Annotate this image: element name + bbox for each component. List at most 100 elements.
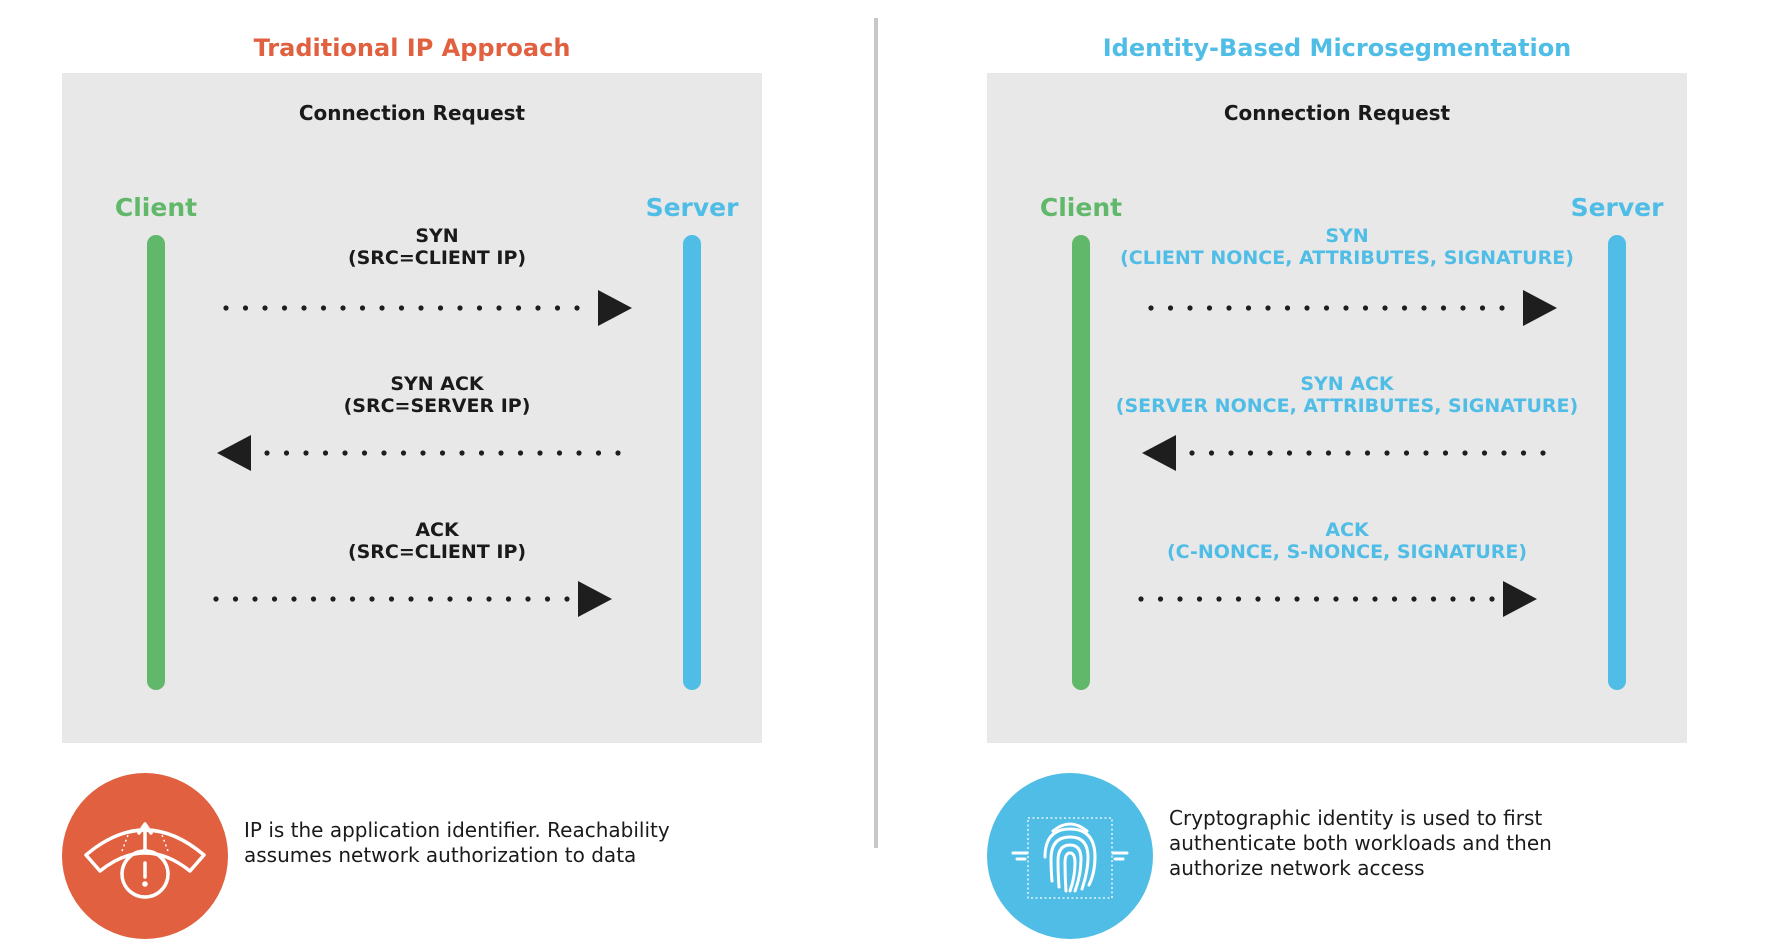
arrow-dot (1196, 596, 1203, 602)
arrow-dot (1187, 305, 1193, 311)
arrow-dot (1325, 450, 1332, 456)
arrow-dot (418, 305, 424, 311)
right-caption: Cryptographic identity is used to first … (1169, 806, 1599, 881)
arrow-dot (576, 450, 582, 456)
arrow-dot (1469, 596, 1476, 602)
arrow-dot (496, 305, 502, 311)
arrow-dot (564, 596, 570, 602)
right-server-label: Server (1570, 193, 1664, 222)
caption-line: assumes network authorization to data (244, 843, 637, 867)
arrow-dot (1255, 596, 1261, 602)
arrow-dot (1286, 450, 1293, 456)
arrow-dot (437, 305, 444, 311)
caption-line: authenticate both workloads and then (1169, 831, 1552, 855)
right-syn-arrow (1148, 290, 1557, 326)
message-detail: (CLIENT NONCE, ATTRIBUTES, SIGNATURE) (1120, 247, 1574, 269)
arrow-dot (1440, 305, 1447, 311)
arrow-dot (262, 305, 268, 311)
arrow-dot (1267, 450, 1273, 456)
arrow-dot (1235, 596, 1242, 602)
arrow-head (598, 290, 632, 326)
arrow-dot (381, 450, 387, 456)
arrow-dot (291, 596, 297, 602)
right-ack-label: ACK (C-NONCE, S-NONCE, SIGNATURE) (1087, 519, 1607, 563)
arrow-dot (595, 450, 602, 456)
arrow-dot (281, 305, 288, 311)
arrow-head (1503, 581, 1537, 617)
arrow-dot (398, 305, 405, 311)
message-name: ACK (415, 519, 459, 541)
arrow-dot (1206, 305, 1213, 311)
arrow-dot (544, 596, 551, 602)
arrow-dot (342, 450, 348, 456)
arrow-dot (1216, 596, 1222, 602)
left-client-label: Client (114, 193, 198, 222)
fingerprint-icon (1011, 817, 1129, 899)
arrow-dot (379, 305, 385, 311)
arrow-dot (466, 596, 473, 602)
arrow-dot (537, 450, 543, 456)
arrow-dot (1489, 596, 1495, 602)
arrow-dot (1403, 450, 1410, 456)
arrow-dot (1189, 450, 1195, 456)
arrow-dot (1382, 305, 1388, 311)
right-diagram-box: Connection Request Client Server SYN (CL… (987, 73, 1687, 743)
arrow-dot (1384, 450, 1390, 456)
right-server-lifeline (1608, 235, 1626, 690)
right-fingerprint-badge (987, 773, 1153, 939)
left-connection-request-heading: Connection Request (298, 101, 526, 125)
right-connection-request-heading: Connection Request (1223, 101, 1451, 125)
left-client-lifeline (147, 235, 165, 690)
arrow-dot (1343, 305, 1349, 311)
arrow-dot (420, 450, 426, 456)
arrow-dot (330, 596, 336, 602)
arrow-dot (517, 450, 524, 456)
arrow-dot (1460, 305, 1466, 311)
arrow-dot (478, 450, 485, 456)
message-name: SYN (415, 225, 459, 247)
message-name: SYN ACK (390, 373, 484, 395)
arrow-dot (1501, 450, 1507, 456)
arrow-dot (525, 596, 531, 602)
left-server-label: Server (645, 193, 739, 222)
arrow-dot (1540, 450, 1546, 456)
arrow-dot (223, 305, 229, 311)
arrow-dot (1294, 596, 1300, 602)
left-syn-ack-arrow (217, 435, 621, 471)
arrow-dot (1479, 305, 1486, 311)
warning-gauge-icon (84, 822, 206, 899)
arrow-dot (1208, 450, 1215, 456)
arrow-head (1142, 435, 1176, 471)
caption-line: IP is the application identifier. Reacha… (244, 818, 670, 842)
arrow-dot (459, 450, 465, 456)
arrow-dot (1364, 450, 1371, 456)
arrow-dot (1421, 305, 1427, 311)
arrow-dot (1157, 596, 1164, 602)
arrow-dot (388, 596, 395, 602)
arrow-dot (615, 450, 621, 456)
arrow-dot (213, 596, 219, 602)
panel-divider (874, 18, 878, 848)
arrow-dot (322, 450, 329, 456)
arrow-dot (505, 596, 512, 602)
message-detail: (SRC=CLIENT IP) (347, 541, 527, 563)
arrow-dot (264, 450, 270, 456)
arrow-dot (439, 450, 446, 456)
arrow-dot (252, 596, 258, 602)
message-name: SYN ACK (1300, 373, 1394, 395)
arrow-dot (232, 596, 239, 602)
message-detail: (C-NONCE, S-NONCE, SIGNATURE) (1166, 541, 1528, 563)
arrow-dot (283, 450, 290, 456)
arrow-dot (1499, 305, 1505, 311)
arrow-dot (1304, 305, 1310, 311)
arrow-head (217, 435, 251, 471)
left-syn-arrow (223, 290, 632, 326)
arrow-dot (1323, 305, 1330, 311)
left-diagram-box: Connection Request Client Server SYN (SR… (62, 73, 762, 743)
right-syn-label: SYN (CLIENT NONCE, ATTRIBUTES, SIGNATURE… (1087, 225, 1607, 269)
arrow-dot (1274, 596, 1281, 602)
arrow-dot (271, 596, 278, 602)
arrow-dot (1442, 450, 1449, 456)
right-panel-title: Identity-Based Microsegmentation (1102, 34, 1572, 62)
arrow-dot (1391, 596, 1398, 602)
